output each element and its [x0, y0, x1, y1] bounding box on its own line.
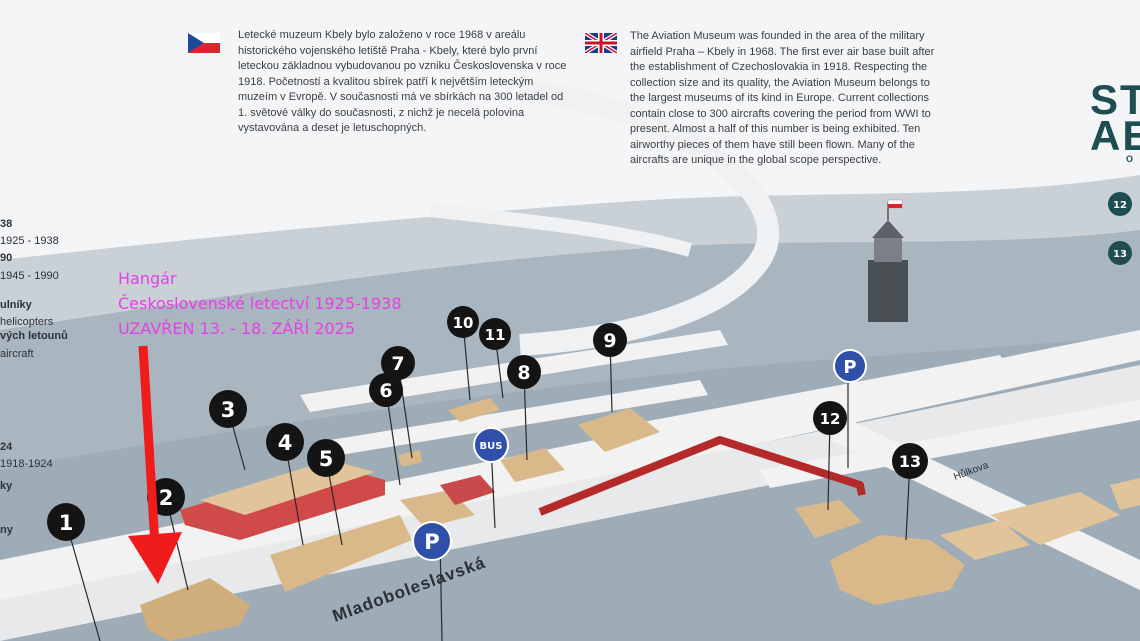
- map-marker-12: 12: [813, 401, 847, 435]
- side-marker-label-12: 12: [1113, 200, 1127, 211]
- visitor-route: [538, 436, 866, 516]
- legend-line: ny: [0, 524, 13, 536]
- side-marker-12: 12: [1108, 192, 1132, 216]
- bus-stop-icon: BUS: [473, 427, 509, 463]
- notice-line-exhibit: Československé letectví 1925-1938: [118, 294, 402, 313]
- legend-line: 90: [0, 252, 13, 264]
- legend-line: vých letounů: [0, 330, 68, 342]
- map-marker-1: 1: [47, 503, 85, 541]
- title-sub-fragment: O: [1126, 154, 1136, 164]
- parking-label-2: P: [843, 357, 856, 378]
- legend-line: 38: [0, 218, 13, 230]
- map-marker-7: 7: [381, 346, 415, 380]
- parking-icon-2: P: [833, 349, 867, 383]
- legend-line: 1918-1924: [0, 458, 53, 470]
- legend-line: 1945 - 1990: [0, 270, 59, 282]
- parking-icon-1: P: [412, 521, 452, 561]
- notice-line-closed: UZAVŘEN 13. - 18. ZÁŘÍ 2025: [118, 319, 356, 338]
- parking-label-1: P: [424, 530, 439, 554]
- map-marker-13: 13: [892, 443, 928, 479]
- water-tower: [868, 199, 908, 322]
- map-marker-5: 5: [307, 439, 345, 477]
- legend-line: 24: [0, 441, 13, 453]
- parking-bus-markers[interactable]: P P BUS: [412, 349, 867, 561]
- marker-label-5: 5: [319, 447, 334, 471]
- marker-label-2: 2: [159, 486, 174, 510]
- marker-label-10: 10: [453, 314, 474, 332]
- marker-label-4: 4: [278, 431, 293, 455]
- legend-line: helicopters: [0, 316, 54, 328]
- map-marker-4: 4: [266, 423, 304, 461]
- title-fragment-line: ST: [1090, 76, 1140, 123]
- marker-label-7: 7: [391, 353, 404, 375]
- marker-label-3: 3: [221, 398, 236, 422]
- legend-line: ky: [0, 480, 13, 492]
- marker-label-1: 1: [59, 511, 74, 535]
- map-marker-8: 8: [507, 355, 541, 389]
- marker-label-6: 6: [379, 380, 392, 402]
- legend-line: aircraft: [0, 348, 34, 360]
- marker-label-9: 9: [603, 330, 616, 352]
- map-marker-3: 3: [209, 390, 247, 428]
- czech-flag-icon: [188, 33, 220, 53]
- map-marker-11: 11: [479, 318, 511, 350]
- legend-line: ulníky: [0, 299, 32, 311]
- marker-label-12: 12: [820, 410, 841, 428]
- map-marker-9: 9: [593, 323, 627, 357]
- marker-label-13: 13: [899, 452, 921, 471]
- marker-label-8: 8: [517, 362, 530, 384]
- map-marker-10: 10: [447, 306, 479, 338]
- bus-stop-label: BUS: [480, 441, 503, 452]
- uk-flag-icon: [585, 33, 617, 53]
- notice-line-hangar: Hangár: [118, 269, 177, 288]
- description-czech: Letecké muzeum Kbely bylo založeno v roc…: [238, 29, 567, 134]
- closure-notice: Hangár Československé letectví 1925-1938…: [118, 266, 402, 341]
- numbered-markers[interactable]: 1 2 3 4 5 6 7 10 11 8 9 12 13: [47, 306, 928, 541]
- side-markers[interactable]: 12 13: [1108, 192, 1132, 265]
- closure-arrow: [128, 345, 182, 584]
- map-marker-6: 6: [369, 373, 403, 407]
- buildings: [140, 398, 1140, 641]
- description-english: The Aviation Museum was founded in the a…: [630, 30, 935, 166]
- marker-label-11: 11: [485, 326, 506, 344]
- legend-line: 1925 - 1938: [0, 235, 59, 247]
- title-fragment-line: AE: [1090, 112, 1140, 159]
- side-marker-13: 13: [1108, 241, 1132, 265]
- side-marker-label-13: 13: [1113, 249, 1127, 260]
